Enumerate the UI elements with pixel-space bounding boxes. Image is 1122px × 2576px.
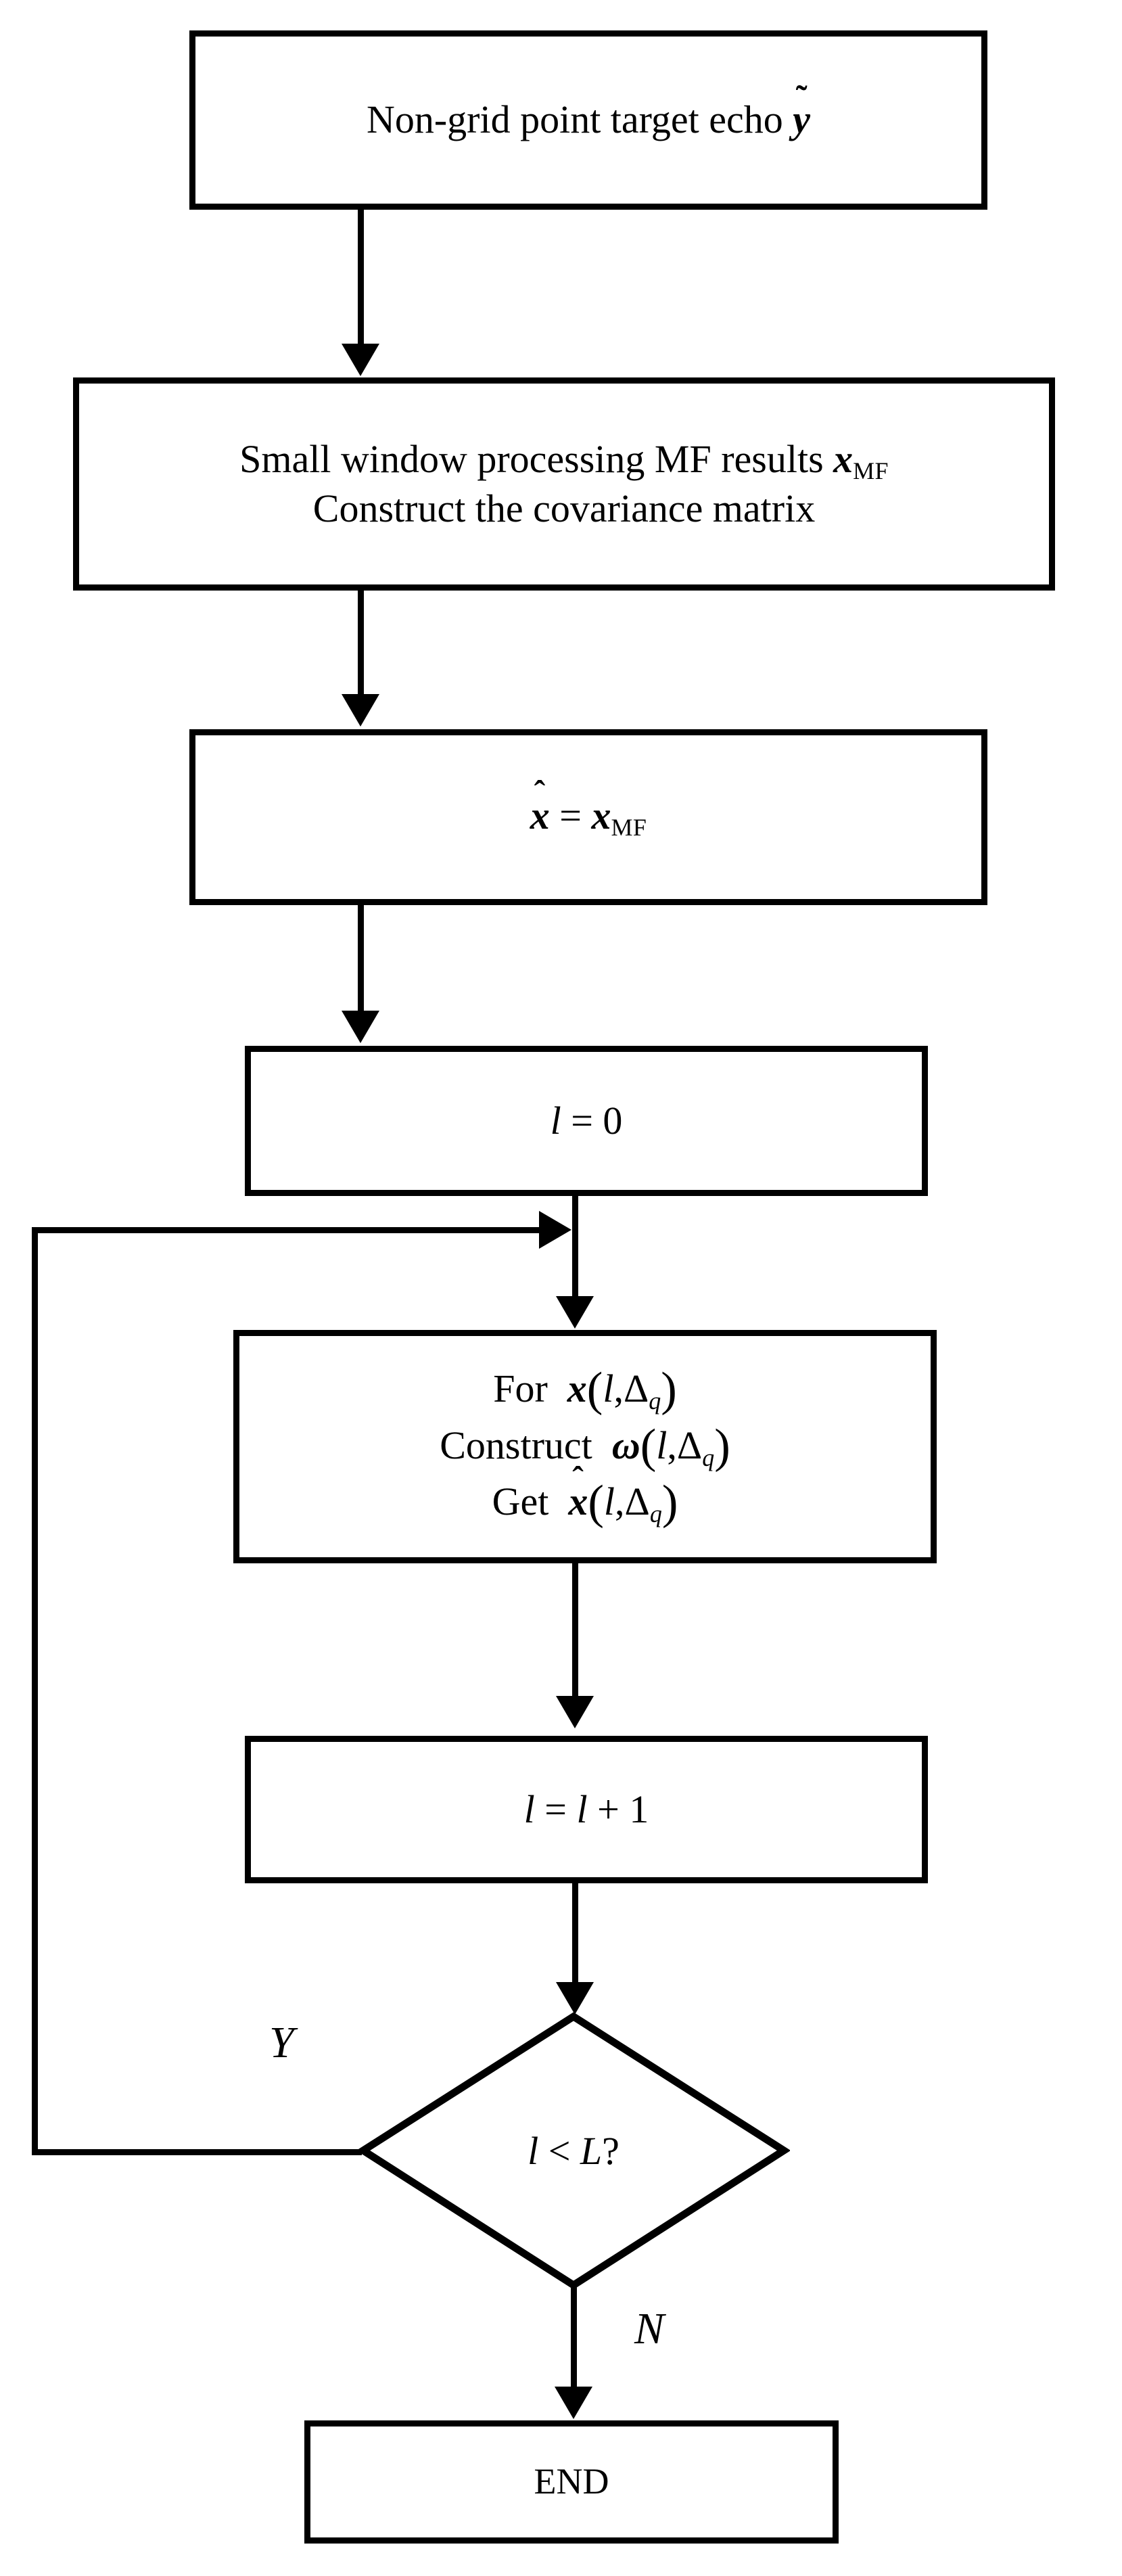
connector-initl-loopbody xyxy=(572,1196,578,1299)
edge-label-yes: Y xyxy=(269,2018,294,2067)
connector-mf-initx xyxy=(358,591,364,697)
arrowhead-initl-loopbody xyxy=(556,1296,594,1329)
tilde-accent: ˜ xyxy=(795,79,808,117)
connector-increment-decision xyxy=(572,1883,578,1985)
flow-node-loop-body-line1: For x(l,Δq) xyxy=(493,1363,677,1417)
feedback-top-segment xyxy=(32,1227,556,1233)
feedback-bottom-segment xyxy=(32,2149,362,2155)
arrowhead-increment-decision xyxy=(556,1982,594,2015)
feedback-left-riser xyxy=(32,1227,38,2155)
flow-node-end[interactable]: END xyxy=(304,2420,839,2544)
flow-node-decision-label: l < L? xyxy=(528,2129,620,2173)
flow-node-mf[interactable]: Small window processing MF results xMF C… xyxy=(73,377,1055,591)
connector-loopbody-increment xyxy=(572,1563,578,1699)
flow-node-init-l-label: l = 0 xyxy=(550,1098,623,1143)
connector-start-mf xyxy=(358,210,364,348)
flow-node-end-label: END xyxy=(534,2461,609,2502)
arrowhead-decision-end xyxy=(555,2387,592,2419)
flow-node-loop-body-line2: Construct ω(l,Δq) xyxy=(440,1419,730,1473)
arrowhead-start-mf xyxy=(342,344,379,376)
flow-node-start[interactable]: Non-grid point target echo ˜y xyxy=(189,30,987,210)
flow-node-start-label: Non-grid point target echo ˜y xyxy=(366,79,811,142)
flow-node-mf-line2: Construct the covariance matrix xyxy=(312,486,816,530)
hat-accent: ˆ xyxy=(572,1460,584,1498)
arrowhead-loopbody-increment xyxy=(556,1696,594,1728)
connector-initx-initl xyxy=(358,905,364,1013)
connector-decision-end xyxy=(571,2285,577,2390)
arrowhead-mf-initx xyxy=(342,694,379,727)
flow-node-init-l[interactable]: l = 0 xyxy=(245,1046,928,1196)
arrowhead-initx-initl xyxy=(342,1011,379,1043)
flow-node-mf-line1: Small window processing MF results xMF xyxy=(239,437,889,485)
hat-accent: ˆ xyxy=(534,773,546,811)
flow-node-decision[interactable]: l < L? xyxy=(357,2010,790,2291)
flow-node-increment-label: l = l + 1 xyxy=(523,1787,649,1831)
edge-label-no: N xyxy=(634,2304,665,2353)
flow-node-increment[interactable]: l = l + 1 xyxy=(245,1736,928,1883)
arrowhead-feedback-loop xyxy=(539,1211,571,1249)
